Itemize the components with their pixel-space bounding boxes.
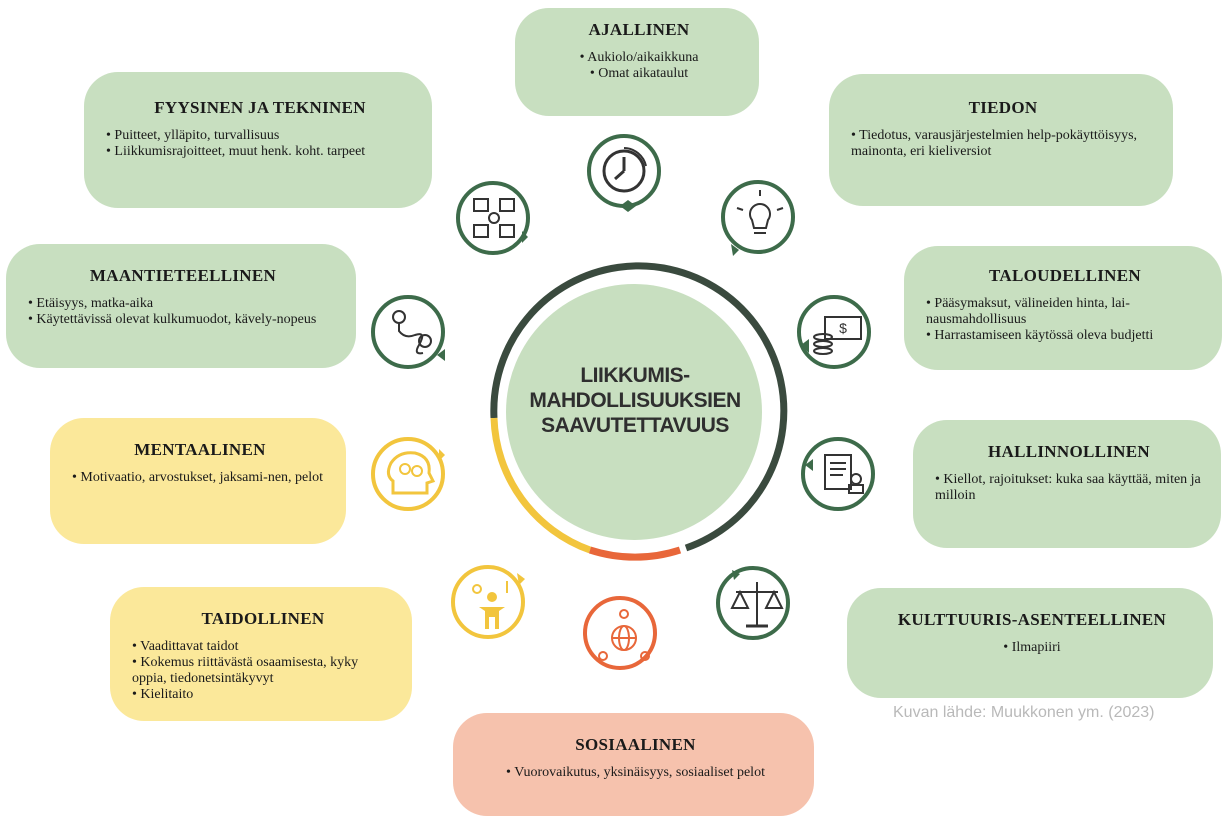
box-title: HALLINNOLLINEN <box>988 442 1150 461</box>
box-fyysinen: FYYSINEN JA TEKNINEN Puitteet, ylläpito,… <box>84 72 432 208</box>
list-item: Motivaatio, arvostukset, jaksami-nen, pe… <box>72 470 328 486</box>
money-coins-icon: $ <box>797 295 871 369</box>
box-title: TAIDOLLINEN <box>201 609 325 628</box>
clock-icon <box>587 134 661 212</box>
box-hallinnollinen: HALLINNOLLINEN Kiellot, rajoitukset: kuk… <box>913 420 1221 548</box>
list-item: Vaadittavat taidot <box>132 639 394 655</box>
head-gears-icon <box>371 437 445 511</box>
box-title: MAANTIETEELLINEN <box>89 266 277 285</box>
hub-title-line3: SAAVUTETTAVUUS <box>541 414 729 437</box>
list-item: Kokemus riittävästä osaamisesta, kyky op… <box>132 655 394 687</box>
person-skills-icon <box>451 565 525 639</box>
box-title: TALOUDELLINEN <box>989 266 1141 285</box>
list-item: Vuorovaikutus, yksinäisyys, sosiaaliset … <box>475 765 796 781</box>
list-item: Tiedotus, varausjärjestelmien help-pokäy… <box>851 128 1155 160</box>
box-taloudellinen: TALOUDELLINEN Pääsymaksut, välineiden hi… <box>904 246 1222 370</box>
list-item: Kiellot, rajoitukset: kuka saa käyttää, … <box>935 472 1203 504</box>
hub-title-line2: MAHDOLLISUUKSIEN <box>529 389 741 412</box>
list-item: Aukiolo/aikaikkuna <box>537 50 741 66</box>
box-title: TIEDON <box>968 98 1038 117</box>
list-item: Etäisyys, matka-aika <box>28 296 338 312</box>
tech-grid-icon <box>456 181 530 255</box>
box-title: AJALLINEN <box>588 20 690 39</box>
box-maantieteellinen: MAANTIETEELLINEN Etäisyys, matka-aika Kä… <box>6 244 356 368</box>
scales-icon <box>716 566 790 640</box>
list-item: Pääsymaksut, välineiden hinta, lai-nausm… <box>926 296 1204 328</box>
box-title: SOSIAALINEN <box>575 735 696 754</box>
list-item: Liikkumisrajoitteet, muut henk. koht. ta… <box>106 144 414 160</box>
list-item: Käytettävissä olevat kulkumuodot, kävely… <box>28 312 338 328</box>
box-sosiaalinen: SOSIAALINEN Vuorovaikutus, yksinäisyys, … <box>453 713 814 816</box>
box-title: FYYSINEN JA TEKNINEN <box>154 98 366 117</box>
list-item: Puitteet, ylläpito, turvallisuus <box>106 128 414 144</box>
lightbulb-icon <box>721 180 795 256</box>
list-item: Harrastamiseen käytössä oleva budjetti <box>926 328 1204 344</box>
source-caption: Kuvan lähde: Muukkonen ym. (2023) <box>893 704 1155 721</box>
box-title: KULTTUURIS-ASENTEELLINEN <box>897 610 1167 629</box>
hub-title: LIIKKUMIS- MAHDOLLISUUKSIEN SAAVUTETTAVU… <box>510 363 760 438</box>
globe-people-icon <box>583 596 657 670</box>
box-taidollinen: TAIDOLLINEN Vaadittavat taidot Kokemus r… <box>110 587 412 721</box>
box-ajallinen: AJALLINEN Aukiolo/aikaikkuna Omat aikata… <box>515 8 759 116</box>
list-item: Ilmapiiri <box>869 640 1195 656</box>
list-item: Kielitaito <box>132 687 394 703</box>
box-mentaalinen: MENTAALINEN Motivaatio, arvostukset, jak… <box>50 418 346 544</box>
hub-title-line1: LIIKKUMIS- <box>580 364 690 387</box>
svg-text:$: $ <box>839 320 847 336</box>
box-tiedon: TIEDON Tiedotus, varausjärjestelmien hel… <box>829 74 1173 206</box>
list-item: Omat aikataulut <box>537 66 741 82</box>
document-stamp-icon <box>801 437 875 511</box>
box-kulttuuris: KULTTUURIS-ASENTEELLINEN Ilmapiiri <box>847 588 1213 698</box>
box-title: MENTAALINEN <box>134 440 266 459</box>
route-pin-icon <box>371 295 445 369</box>
